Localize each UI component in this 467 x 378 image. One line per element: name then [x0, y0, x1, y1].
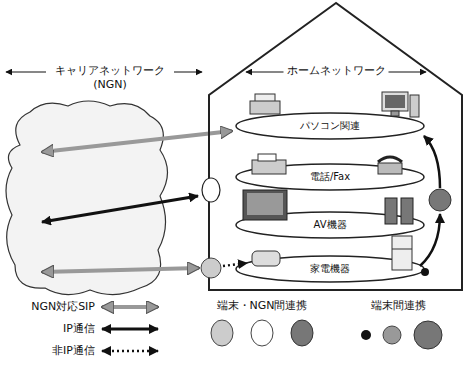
- monitor-icon: [382, 92, 408, 111]
- fridge-door: [392, 249, 412, 250]
- terminal-link-arrow: [420, 214, 440, 266]
- terminal-link: [429, 189, 451, 211]
- ip-arrow: [42, 196, 198, 222]
- legend-text: IP通信: [63, 322, 95, 336]
- legend-circle: [251, 320, 273, 346]
- fridge-icon: [392, 236, 412, 270]
- legend-circle: [414, 321, 442, 349]
- printer-icon: [250, 101, 280, 114]
- legend-text: 端末間連携: [371, 299, 426, 313]
- area-title: キャリアネットワーク (NGN): [46, 64, 174, 92]
- speaker-icon: [385, 198, 397, 224]
- legend-circle: [383, 326, 401, 344]
- layer-label: AV機器: [313, 218, 346, 232]
- legend-non-ip-sample: [102, 350, 158, 353]
- tv-screen: [247, 193, 283, 215]
- area-title: ホームネットワーク: [284, 64, 389, 78]
- legend-circle: [361, 330, 371, 340]
- tv-icon: [243, 190, 287, 220]
- terminal-ngn-link: [202, 178, 220, 202]
- speaker-icon: [401, 198, 413, 224]
- phone-handset: [378, 157, 402, 162]
- terminal-link-arrow: [424, 136, 440, 188]
- fax-paper: [258, 154, 276, 161]
- terminal-link-dot: [421, 268, 429, 276]
- pc-tower-icon: [410, 95, 419, 117]
- legend-text: 端末・NGN間連携: [217, 299, 308, 313]
- layer-label: 家電機器: [310, 262, 350, 276]
- ngn-cloud: [6, 101, 168, 295]
- legend-sip-sample: [102, 305, 158, 309]
- legend-circle: [211, 320, 233, 346]
- non-ip-arrow: [223, 263, 247, 266]
- fax-icon: [252, 160, 286, 174]
- legend-circle: [291, 320, 313, 346]
- monitor-screen: [385, 95, 405, 108]
- legend-ip-sample: [102, 328, 158, 331]
- legend-text: 非IP通信: [52, 344, 95, 358]
- home-network-house: ホームネットワークパソコン関連電話/FaxAV機器家電機器: [208, 0, 464, 291]
- rice-cooker-icon: [252, 251, 280, 266]
- layer-label: パソコン関連: [300, 119, 360, 133]
- sip-arrow: [42, 268, 199, 272]
- phone-icon: [378, 163, 402, 174]
- layer-label: 電話/Fax: [310, 170, 350, 184]
- sip-arrow: [42, 131, 232, 152]
- terminal-ngn-link: [201, 258, 221, 278]
- node-outline: [208, 0, 464, 291]
- legend-text: NGN対応SIP: [31, 300, 95, 314]
- house-outline: [209, 3, 462, 290]
- layer-disc: [236, 113, 424, 139]
- monitor-stand: [391, 111, 399, 116]
